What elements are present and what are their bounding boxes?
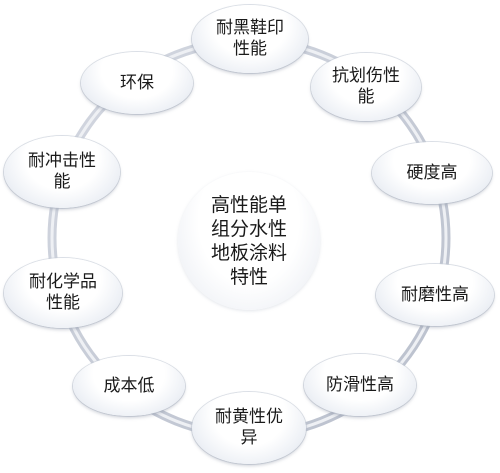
center-topic: 高性能单 组分水性 地板涂料 特性 bbox=[178, 172, 320, 310]
node-anti-slip: 防滑性高 bbox=[304, 354, 416, 416]
node-impact-resistance: 耐冲击性 能 bbox=[4, 136, 120, 208]
node-wear-resistance: 耐磨性高 bbox=[376, 264, 494, 326]
node-black-heel-resistance: 耐黑鞋印 性能 bbox=[192, 5, 308, 73]
node-eco-friendly: 环保 bbox=[81, 52, 193, 114]
node-low-cost: 成本低 bbox=[73, 356, 185, 416]
node-scratch-resistance: 抗划伤性 能 bbox=[311, 53, 421, 121]
node-hardness: 硬度高 bbox=[372, 142, 492, 204]
node-chemical-resistance: 耐化学品 性能 bbox=[4, 258, 122, 328]
node-yellowing-resistance: 耐黄性优 异 bbox=[192, 392, 306, 464]
